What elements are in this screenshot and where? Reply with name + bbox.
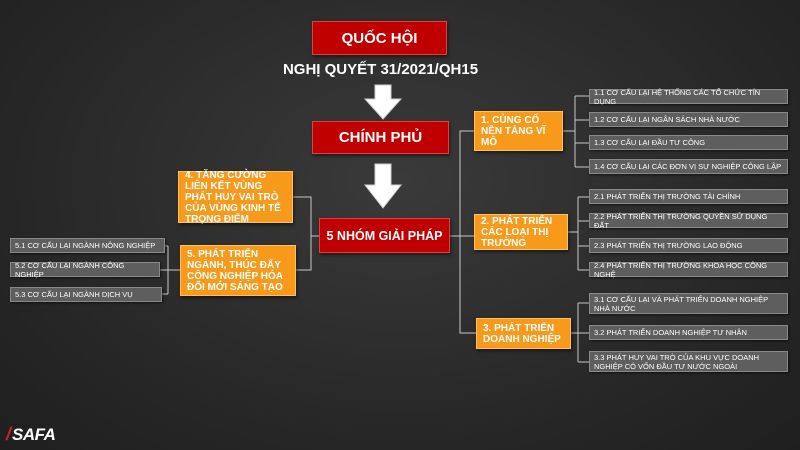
group-4-box: 4. TĂNG CƯỜNG LIÊN KẾT VÙNG PHÁT HUY VAI…: [178, 169, 293, 225]
item-3-3-label: 3.3 PHÁT HUY VAI TRÒ CỦA KHU VỰC DOANH N…: [594, 352, 760, 371]
list-item: 2.1 PHÁT TRIỂN THỊ TRƯỜNG TÀI CHÍNH: [589, 189, 788, 204]
list-item: 2.3 PHÁT TRIỂN THỊ TRƯỜNG LAO ĐỘNG: [589, 238, 788, 253]
item-1-3-label: 1.3 CƠ CẤU LẠI ĐẦU TƯ CÔNG: [594, 138, 706, 147]
logo-text: SAFA: [12, 424, 56, 444]
solutions-center-box: 5 NHÓM GIẢI PHÁP: [319, 218, 450, 253]
item-2-3-label: 2.3 PHÁT TRIỂN THỊ TRƯỜNG LAO ĐỘNG: [594, 241, 743, 250]
government-label: CHÍNH PHỦ: [338, 129, 423, 146]
group-3-label: 3. PHÁT TRIỂN DOANH NGHIỆP: [483, 322, 561, 345]
item-2-2-label: 2.2 PHÁT TRIỂN THỊ TRƯỜNG QUYỀN SỬ DỤNG …: [594, 211, 768, 230]
government-box: CHÍNH PHỦ: [312, 121, 449, 154]
item-2-1-label: 2.1 PHÁT TRIỂN THỊ TRƯỜNG TÀI CHÍNH: [594, 192, 741, 201]
list-item: 3.3 PHÁT HUY VAI TRÒ CỦA KHU VỰC DOANH N…: [589, 351, 788, 372]
item-1-1-label: 1.1 CƠ CẤU LẠI HỆ THỐNG CÁC TỔ CHỨC TÍN …: [594, 87, 761, 106]
list-item: 2.4 PHÁT TRIỂN THỊ TRƯỜNG KHOA HỌC CÔNG …: [589, 260, 788, 279]
group-1-box: 1. CỦNG CỐ NỀN TẢNG VĨ MÔ: [474, 111, 563, 151]
list-item: 1.3 CƠ CẤU LẠI ĐẦU TƯ CÔNG: [589, 135, 788, 150]
list-item: 1.2 CƠ CẤU LẠI NGÂN SÁCH NHÀ NƯỚC: [589, 112, 788, 127]
list-item: 2.2 PHÁT TRIỂN THỊ TRƯỜNG QUYỀN SỬ DỤNG …: [589, 211, 788, 230]
item-5-1-label: 5.1 CƠ CẤU LẠI NGÀNH NÔNG NGHIỆP: [15, 241, 156, 250]
national-assembly-box: QUỐC HỘI: [312, 21, 447, 55]
list-item: 5.1 CƠ CẤU LẠI NGÀNH NÔNG NGHIỆP: [10, 238, 165, 253]
item-3-1-label: 3.1 CƠ CẤU LẠI VÀ PHÁT TRIỂN DOANH NGHIỆ…: [594, 294, 768, 313]
down-arrow-icon: [364, 163, 402, 209]
item-1-4-label: 1.4 CƠ CẤU LẠI CÁC ĐƠN VỊ SỰ NGHIỆP CÔNG…: [594, 162, 782, 171]
list-item: 5.2 CƠ CẤU LẠI NGÀNH CÔNG NGHIỆP: [10, 260, 160, 279]
down-arrow-icon: [364, 84, 402, 120]
item-2-4-label: 2.4 PHÁT TRIỂN THỊ TRƯỜNG KHOA HỌC CÔNG …: [594, 260, 768, 279]
national-assembly-label: QUỐC HỘI: [341, 29, 418, 47]
solutions-center-label: 5 NHÓM GIẢI PHÁP: [326, 228, 443, 243]
item-1-2-label: 1.2 CƠ CẤU LẠI NGÂN SÁCH NHÀ NƯỚC: [594, 115, 740, 124]
group-1-label: 1. CỦNG CỐ NỀN TẢNG VĨ MÔ: [481, 114, 546, 148]
list-item: 1.1 CƠ CẤU LẠI HỆ THỐNG CÁC TỔ CHỨC TÍN …: [589, 87, 788, 106]
safa-logo: / SAFA: [6, 424, 56, 445]
group-2-box: 2. PHÁT TRIỂN CÁC LOẠI THỊ TRƯỜNG: [474, 214, 568, 250]
resolution-title: NGHỊ QUYẾT 31/2021/QH15: [282, 61, 479, 78]
group-4-label: 4. TĂNG CƯỜNG LIÊN KẾT VÙNG PHÁT HUY VAI…: [185, 169, 281, 225]
item-3-2-label: 3.2 PHÁT TRIỂN DOANH NGHIỆP TƯ NHÂN: [594, 328, 747, 337]
list-item: 5.3 CƠ CẤU LẠI NGÀNH DỊCH VỤ: [10, 287, 162, 302]
item-5-3-label: 5.3 CƠ CẤU LẠI NGÀNH DỊCH VỤ: [15, 290, 133, 299]
group-3-box: 3. PHÁT TRIỂN DOANH NGHIỆP: [476, 318, 571, 349]
group-2-label: 2. PHÁT TRIỂN CÁC LOẠI THỊ TRƯỜNG: [481, 215, 553, 249]
list-item: 1.4 CƠ CẤU LẠI CÁC ĐƠN VỊ SỰ NGHIỆP CÔNG…: [589, 159, 788, 174]
logo-slash-icon: /: [6, 424, 12, 444]
group-5-box: 5. PHÁT TRIỂN NGÀNH, THÚC ĐẨY CÔNG NGHIỆ…: [180, 245, 296, 296]
group-5-label: 5. PHÁT TRIỂN NGÀNH, THÚC ĐẨY CÔNG NGHIỆ…: [187, 248, 283, 293]
list-item: 3.1 CƠ CẤU LẠI VÀ PHÁT TRIỂN DOANH NGHIỆ…: [589, 293, 788, 314]
item-5-2-label: 5.2 CƠ CẤU LẠI NGÀNH CÔNG NGHIỆP: [15, 260, 125, 279]
list-item: 3.2 PHÁT TRIỂN DOANH NGHIỆP TƯ NHÂN: [589, 325, 788, 340]
